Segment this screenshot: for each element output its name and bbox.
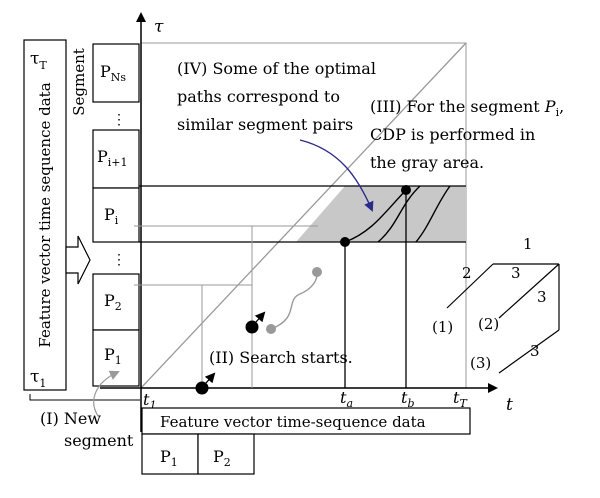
cube-number-top: 1 — [523, 235, 533, 253]
point-ta — [340, 237, 350, 247]
gray-area — [296, 186, 466, 242]
bottom-label-p1: P1 — [160, 447, 178, 469]
tau-axis-label: τ — [154, 17, 164, 37]
optimal-path-1 — [344, 189, 407, 243]
cube-edge-mid — [498, 263, 560, 319]
cube-diagram: 1 2 3 3 3 (1) (2) (3) — [432, 235, 560, 374]
new-segment-line1: (I) New — [40, 409, 101, 428]
segment-label-pi: Pi — [104, 205, 119, 227]
bottom-box-p2 — [197, 433, 255, 475]
bottom-bar — [141, 407, 471, 435]
bottom-bar-label: Feature vector time-sequence data — [160, 413, 426, 431]
bottom-box-p1 — [141, 433, 199, 475]
segment-dots-upper: ⋮ — [112, 112, 126, 128]
hollow-arrow — [65, 235, 91, 285]
tick-label-ta: ta — [340, 388, 353, 410]
left-bar-label: Feature vector time sequence data — [36, 82, 54, 347]
search-starts-label: (II) Search starts. — [209, 348, 353, 367]
segment-dots-lower: ⋮ — [112, 252, 126, 268]
new-segment-arrow — [93, 370, 120, 417]
cdp-line2: CDP is performed in — [370, 125, 535, 144]
optimal-paths-arrow — [299, 139, 374, 212]
diagonal-line — [140, 42, 467, 389]
point-tb — [401, 185, 411, 195]
optimal-path-3 — [377, 185, 421, 243]
tick-label-t1: t1 — [143, 390, 156, 412]
gray-path-curve — [270, 271, 318, 330]
cube-label-2: (2) — [478, 315, 499, 333]
left-bar-top-label: τT — [30, 49, 47, 72]
cdp-line1: (III) For the segment Pi, — [370, 97, 564, 119]
optimal-paths-line2: paths correspond to — [177, 87, 340, 106]
segment-label-pi1: Pi+1 — [97, 147, 128, 169]
arrow-search-start — [204, 372, 216, 384]
new-segment-bracket — [29, 394, 140, 401]
cube-edge-bottom — [498, 329, 560, 374]
segment-box-p2 — [92, 273, 140, 331]
left-bar-bottom-label: τ1 — [30, 367, 46, 390]
cube-edge-back-left — [446, 263, 494, 309]
left-bar — [23, 39, 67, 391]
cube-label-3: (3) — [470, 354, 491, 372]
cube-number-mid: 3 — [511, 264, 521, 282]
t-axis-label: t — [506, 395, 513, 415]
optimal-path-4 — [415, 185, 451, 243]
new-segment-line2: segment — [64, 431, 134, 450]
segment-box-pi1 — [92, 129, 140, 189]
segment-label-p1: P1 — [104, 345, 122, 367]
segment-column-label: Segment — [70, 48, 88, 116]
cube-number-side2: 3 — [530, 342, 540, 360]
cdp-line3: the gray area. — [370, 153, 484, 172]
arrow-path-start — [254, 311, 266, 323]
path-start-black — [245, 320, 259, 334]
search-start-point — [195, 381, 209, 395]
segment-box-pns — [92, 43, 140, 103]
optimal-paths-line3: similar segment pairs — [177, 115, 353, 134]
segment-label-p2: P2 — [104, 291, 122, 313]
segment-box-pi — [92, 187, 140, 243]
tick-label-tb: tb — [401, 388, 414, 410]
bottom-label-p2: P2 — [213, 447, 231, 469]
segment-label-pns: PNs — [100, 62, 126, 84]
cube-number-left: 2 — [462, 264, 472, 282]
cube-number-side1: 3 — [537, 288, 547, 306]
tick-label-tT: tT — [453, 388, 468, 410]
cube-label-1: (1) — [432, 318, 453, 336]
optimal-paths-line1: (IV) Some of the optimal — [177, 59, 376, 78]
